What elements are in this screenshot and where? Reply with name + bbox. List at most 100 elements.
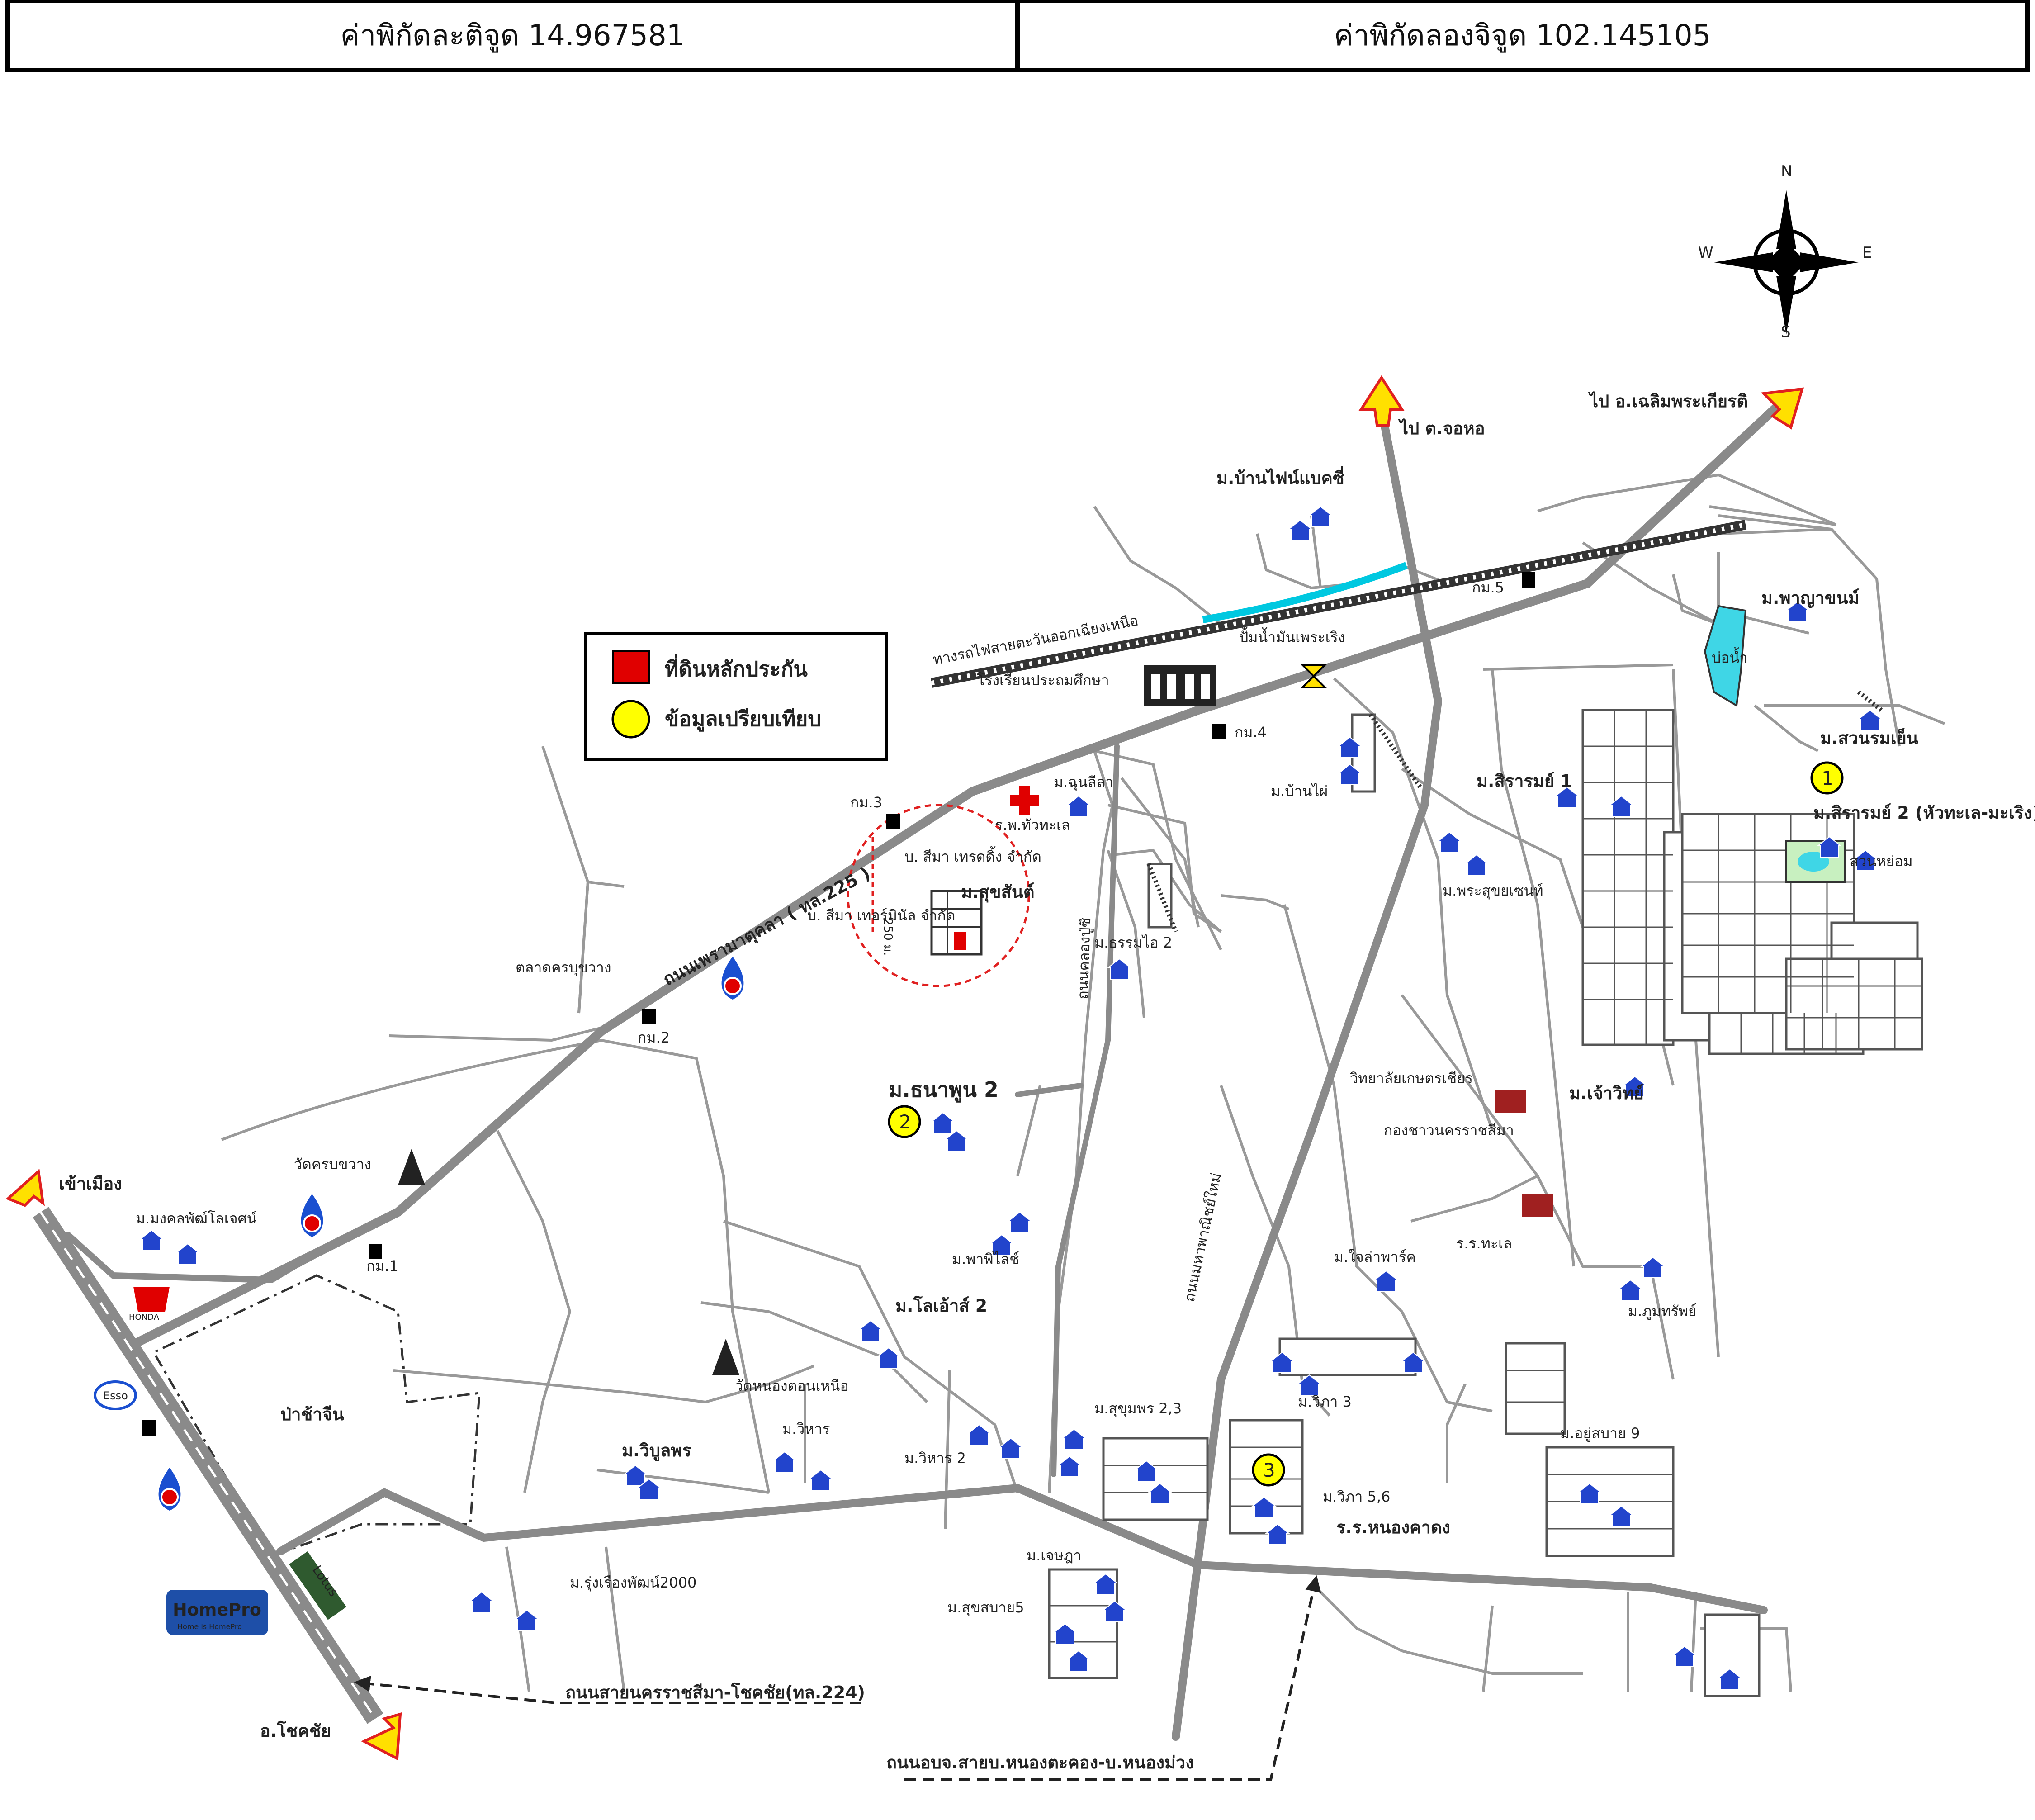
label-nongbua: ร.ร.ทะเล: [1456, 1235, 1512, 1252]
label-wichai2: ม.วิหาร 2: [904, 1450, 966, 1467]
label-km2: กม.2: [638, 1029, 670, 1046]
label-phrasuk: ม.พระสุขยเซนท์: [1443, 882, 1543, 900]
hatched-strips: [1146, 690, 1883, 933]
label-sukkhum: ม.ภูมทรัพย์: [1628, 1303, 1697, 1320]
house-icons: [139, 506, 1883, 1690]
hwy224-leader: [354, 1676, 861, 1704]
comparable-marker-1: 1: [1810, 761, 1844, 795]
label-thanaphun2: ม.ธนาพูน 2: [889, 1077, 999, 1103]
label-hospital: ร.พ.ทัวทะเล: [995, 816, 1070, 834]
label-chitlada: ม.ฉุนลีลา: [1054, 773, 1113, 791]
esso-logo: [94, 1380, 137, 1410]
label-bankhai: ม.บ้านไผ่: [1271, 782, 1328, 800]
label-wipha56: ม.วิภา 5,6: [1323, 1488, 1390, 1505]
homepro-label: HomePro: [173, 1600, 261, 1620]
homepro-logo: [166, 1590, 268, 1635]
side-road-label: ถนนคลองปู่ซิ: [1074, 917, 1094, 1000]
compass-n: N: [1781, 162, 1792, 180]
lotus-logo: [289, 1551, 347, 1620]
temple-icon: [398, 1149, 739, 1375]
label-sukthani: ม.สุขสันต์: [961, 882, 1035, 903]
esso-label: Esso: [103, 1389, 128, 1402]
distance-label: 250 ม.: [881, 918, 894, 956]
label-jesada: ม.เจษฎา: [1027, 1547, 1082, 1564]
direction-arrows: [5, 375, 1804, 1761]
label-wipha: ม.วิภา 3: [1298, 1393, 1352, 1410]
cemetery-boundary: [152, 1274, 481, 1558]
pond: [1704, 605, 1747, 707]
compass-s: S: [1781, 323, 1791, 341]
label-siram2: ม.สิรารมย์ 2 (หัวทะเล-มะเริง): [1813, 803, 2035, 823]
label-km3: กม.3: [850, 794, 882, 811]
to-chaloem-label: ไป อ.เฉลิมพระเกียรติ: [1588, 391, 1748, 411]
compass-w: W: [1698, 244, 1713, 262]
label-pond: บ่อน้ำ: [1712, 647, 1747, 666]
label-phayanomi: ม.พาญาขนม์: [1761, 588, 1860, 608]
to-chokchai-label: อ.โชคชัย: [260, 1720, 331, 1741]
canal: [1202, 562, 1408, 623]
label-nongkhai: ร.ร.หนองคาดง: [1336, 1517, 1450, 1537]
gas-station-icon: [158, 1468, 181, 1511]
legend-collateral-label: ที่ดินหลักประกัน: [665, 654, 808, 681]
honda-logo: [133, 1287, 170, 1312]
label-ncity: กองชาวนครราชสีมา: [1384, 1122, 1514, 1139]
label-school2: โรงเรียนประถมศึกษา: [977, 672, 1109, 689]
coordinate-header: ค่าพิกัดละติจูด 14.967581 ค่าพิกัดลองจิจ…: [5, 0, 2030, 72]
label-market: ตลาดครบุขวาง: [516, 959, 611, 976]
railway: [930, 520, 1747, 688]
svg-text:1: 1: [1822, 767, 1834, 789]
longitude-cell: ค่าพิกัดลองจิจูด 102.145105: [1020, 0, 2030, 72]
latitude-cell: ค่าพิกัดละติจูด 14.967581: [5, 0, 1020, 72]
label-km1: กม.1: [366, 1257, 398, 1275]
hospital-cross-icon: [1010, 786, 1039, 815]
label-company2: บ. สีมา เทอร์มินัล จำกัด: [807, 907, 955, 924]
legend-collateral-swatch: [612, 650, 650, 684]
label-km4: กม.4: [1235, 724, 1267, 741]
to-chorho-label: ไป ต.จอหอ: [1398, 418, 1485, 438]
label-bachin: ป่าช้าจีน: [280, 1404, 344, 1424]
label-wat2: วัดหนองตอนเหนือ: [735, 1377, 849, 1394]
label-siram1: ม.สิรารมย์ 1: [1477, 771, 1572, 791]
radius-circle: [847, 804, 1030, 987]
km-post-icons: [142, 572, 1535, 1436]
label-suan: ม.สวนรมเย็น: [1820, 728, 1918, 748]
label-km5: กม.5: [1472, 579, 1504, 596]
label-water-tower: ปั้มน้ำมันเพระเริง: [1239, 627, 1345, 646]
label-mongkol: ม.มงคลพัฒ์โลเจศน์: [136, 1210, 257, 1227]
label-hug: ม.ธรรมไอ 2: [1094, 934, 1172, 951]
label-wichai: ม.วิหาร: [782, 1420, 830, 1437]
homepro-tagline: Home is HomePro: [177, 1622, 242, 1631]
local-road-leader: [904, 1575, 1321, 1781]
svg-text:3: 3: [1263, 1459, 1275, 1481]
school-building-icon: [1144, 665, 1216, 706]
label-wat1: วัดครบขวาง: [294, 1156, 371, 1173]
gas-station-icon: [721, 957, 744, 1000]
housing-grid-lines: [1049, 710, 1922, 1643]
compass-rose: [1714, 190, 1859, 335]
label-ban-fine: ม.บ้านไฟน์แบคซี่: [1216, 466, 1344, 488]
label-sukprayun: ม.สุขุมพร 2,3: [1094, 1400, 1182, 1417]
label-suksan2: ม.โลเอ้าส์ 2: [895, 1295, 987, 1316]
highway-224: [33, 1207, 383, 1724]
label-sukprayun9: ม.อยู่สบาย 9: [1560, 1425, 1640, 1442]
office-building-icon: [1495, 1090, 1553, 1217]
comparable-marker-2: 2: [888, 1105, 921, 1138]
gas-station-icon: [301, 1194, 323, 1237]
road-224-label: ถนนสายนครราชสีมา-โชคชัย(ทล.224): [565, 1682, 865, 1702]
local-road-label: ถนนอบจ.สายบ.หนองตะคอง-บ.หนองม่วง: [886, 1753, 1194, 1773]
to-city-label: เข้าเมือง: [59, 1174, 122, 1194]
honda-label: HONDA: [129, 1313, 160, 1322]
label-saeng: ม.ใจล่าพาร์ค: [1334, 1248, 1416, 1265]
label-wibun: ม.วิบูลพร: [622, 1441, 691, 1461]
ring-road-label: ถนนมหาพาณิชย์ใหม่: [1181, 1171, 1225, 1303]
road-225-label: ถนนเพรามาตุคลา ( ทล.225 ): [660, 863, 874, 991]
legend-comparable-swatch: [611, 700, 650, 739]
label-school: วิทยาลัยเกษตรเชียร: [1350, 1070, 1473, 1087]
comparable-marker-3: 3: [1252, 1453, 1285, 1487]
compass-e: E: [1862, 244, 1872, 262]
collateral-site: [871, 837, 983, 956]
label-suk5: ม.สุขสบาย5: [947, 1599, 1024, 1616]
water-tower-icon: [1300, 664, 1327, 688]
legend-comparable-label: ข้อมูลเปรียบเทียบ: [665, 706, 821, 732]
